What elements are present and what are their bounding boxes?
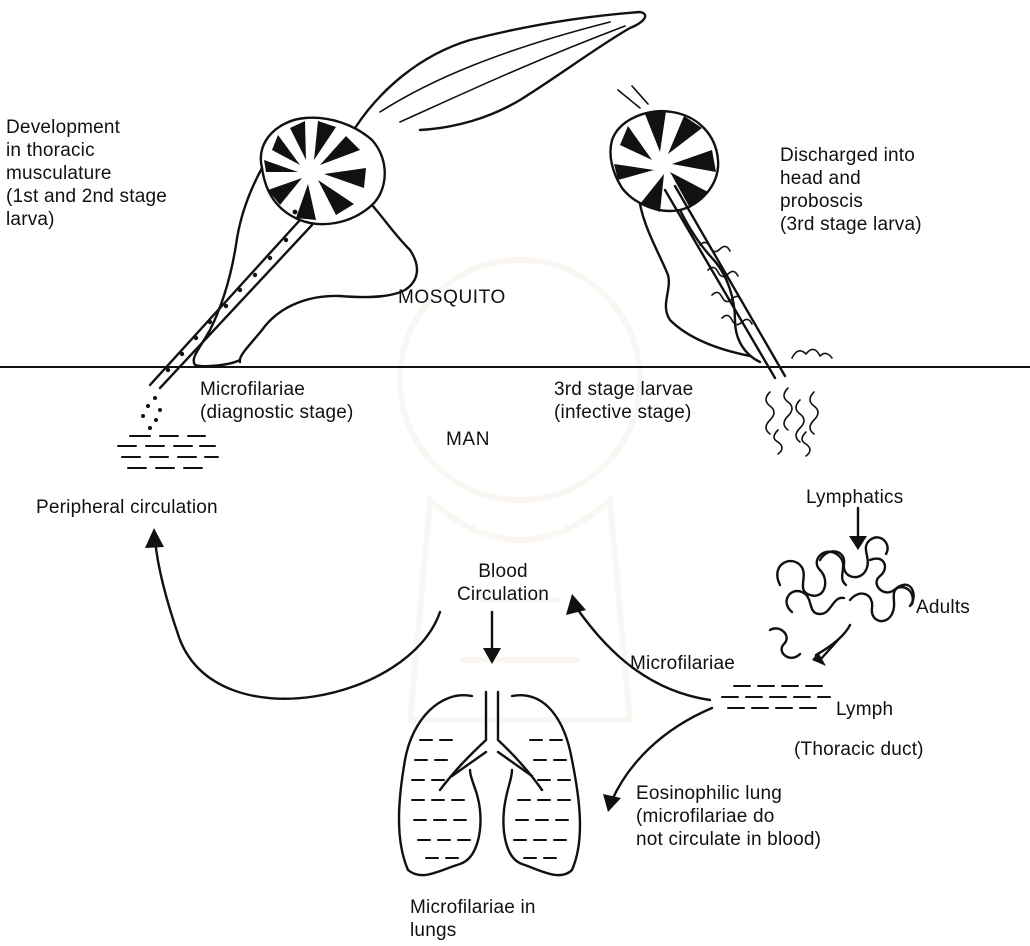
microfilariae-lungs-label: Microfilariae in lungs: [410, 896, 536, 942]
adults-to-lymph-arrow: [812, 640, 838, 666]
thoracic-duct-label: (Thoracic duct): [794, 738, 924, 761]
blood-to-peripheral-arrow: [145, 528, 440, 699]
microfilariae-diagnostic-label: Microfilariae (diagnostic stage): [200, 378, 354, 424]
blood-to-lungs-arrow: [483, 612, 501, 664]
lymph-microfilariae-icon: [722, 686, 830, 708]
adult-worms-icon: [770, 537, 914, 657]
peripheral-circulation-icon: [118, 436, 218, 468]
lymph-to-blood-arrow: [566, 594, 710, 700]
thoracic-development-label: Development in thoracic musculature (1st…: [6, 116, 167, 231]
adults-label: Adults: [916, 596, 970, 619]
peripheral-circulation-label: Peripheral circulation: [36, 496, 218, 519]
lungs-icon: [399, 692, 580, 875]
lymphatics-arrow: [849, 508, 867, 550]
eosinophilic-lung-label: Eosinophilic lung (microfilariae do not …: [636, 782, 821, 851]
blood-circulation-label: Blood Circulation: [448, 560, 558, 606]
mosquito-label: MOSQUITO: [398, 286, 506, 309]
head-proboscis-label: Discharged into head and proboscis (3rd …: [780, 144, 922, 236]
lymph-label: Lymph: [836, 698, 893, 721]
man-label: MAN: [446, 428, 490, 451]
lymphatics-label: Lymphatics: [806, 486, 903, 509]
microfilariae-label: Microfilariae: [630, 652, 735, 675]
infective-larvae-icon: [766, 388, 818, 456]
third-stage-larvae-label: 3rd stage larvae (infective stage): [554, 378, 693, 424]
